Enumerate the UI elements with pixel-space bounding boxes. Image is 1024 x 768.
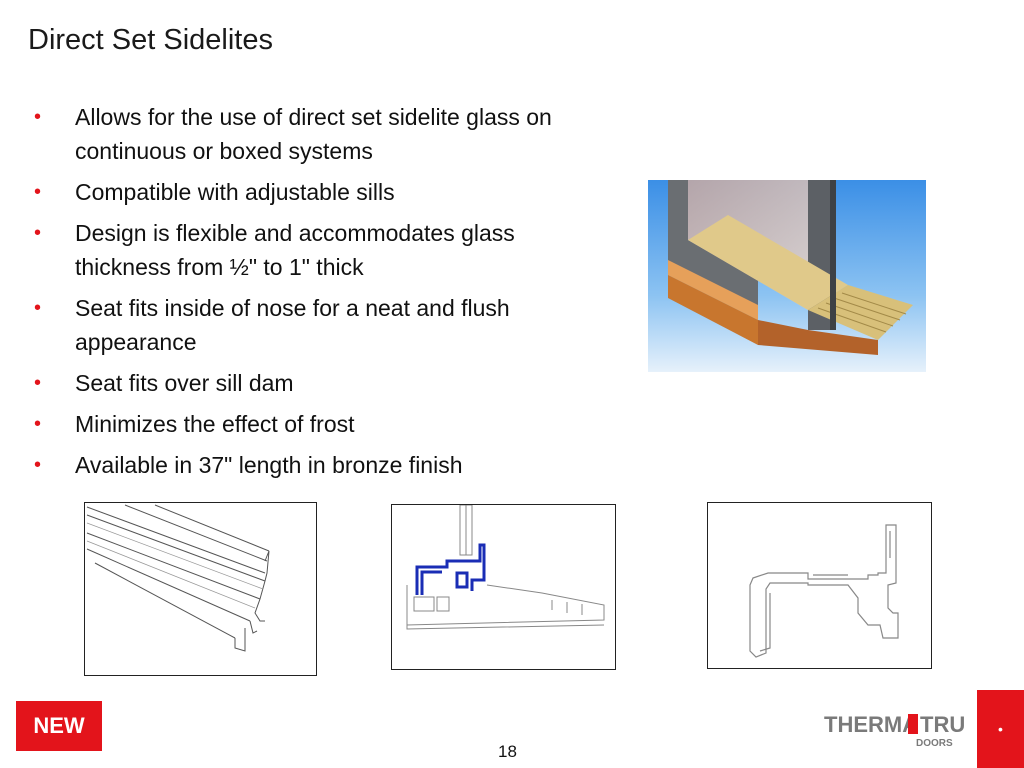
svg-text:DOORS: DOORS — [916, 738, 953, 749]
svg-text:TRU: TRU — [920, 712, 965, 737]
bullet-list: •Allows for the use of direct set sideli… — [34, 100, 594, 489]
bullet-marker: • — [34, 372, 42, 394]
bullet-item: •Design is flexible and accommodates gla… — [34, 216, 594, 284]
bullet-item: •Seat fits over sill dam — [34, 366, 594, 400]
slide-title: Direct Set Sidelites — [28, 24, 273, 56]
sill-cross-section-diagram — [391, 504, 616, 670]
extrusion-perspective-diagram — [84, 502, 317, 676]
bullet-marker: • — [34, 222, 42, 244]
bullet-marker: • — [34, 181, 42, 203]
bullet-item: •Available in 37" length in bronze finis… — [34, 448, 594, 482]
seat-profile-diagram — [707, 502, 932, 669]
sidelite-render-image — [648, 180, 926, 372]
bullet-marker: • — [34, 454, 42, 476]
bullet-item: •Minimizes the effect of frost — [34, 407, 594, 441]
bullet-item: •Seat fits inside of nose for a neat and… — [34, 291, 594, 359]
new-badge: NEW — [16, 701, 102, 751]
bullet-marker: • — [34, 413, 42, 435]
therma-tru-logo: THERMA TRU DOORS — [824, 710, 969, 750]
bullet-item: •Compatible with adjustable sills — [34, 175, 594, 209]
bullet-marker: • — [34, 106, 42, 128]
svg-text:THERMA: THERMA — [824, 712, 918, 737]
corner-red-tab: • — [977, 690, 1024, 768]
page-number: 18 — [498, 742, 517, 761]
corner-marker: • — [998, 721, 1003, 737]
bullet-marker: • — [34, 297, 42, 319]
bullet-item: •Allows for the use of direct set sideli… — [34, 100, 594, 168]
